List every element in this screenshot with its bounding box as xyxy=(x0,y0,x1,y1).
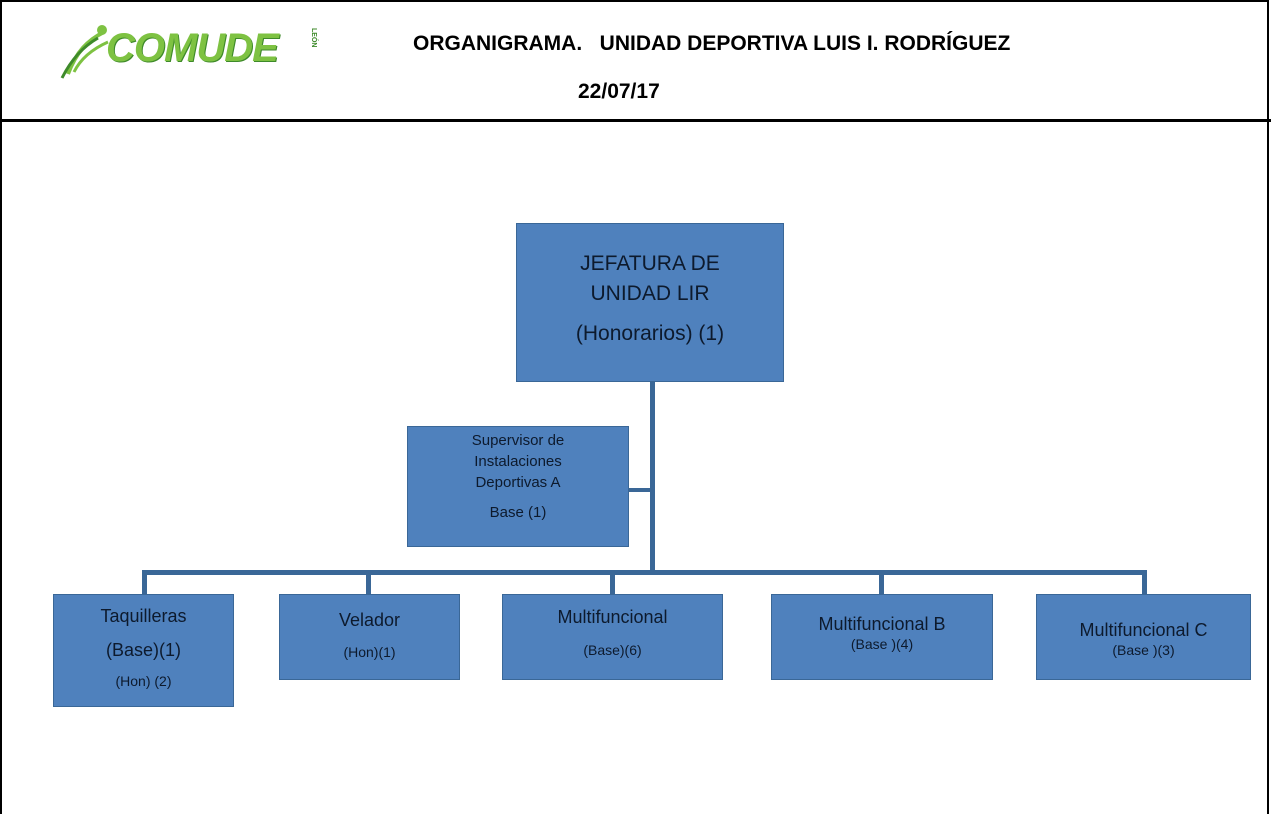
connector-head-vertical xyxy=(650,382,655,572)
org-node-supervisor-line3: Deportivas A xyxy=(475,474,561,491)
org-node-jefatura-line2: UNIDAD LIR xyxy=(590,282,710,305)
org-node-multifuncional-c-detail1: (Base )(3) xyxy=(1112,642,1175,658)
connector-drop-multifuncional-b xyxy=(879,570,884,594)
logo-side-text: LEÓN xyxy=(310,28,317,48)
org-node-multifuncional-b-name: Multifuncional B xyxy=(818,614,946,634)
page-title: ORGANIGRAMA. UNIDAD DEPORTIVA LUIS I. RO… xyxy=(413,32,1011,55)
page-date: 22/07/17 xyxy=(578,80,660,103)
org-node-supervisor: Supervisor de Instalaciones Deportivas A… xyxy=(407,426,629,547)
org-node-velador-detail1: (Hon)(1) xyxy=(343,644,396,660)
org-node-supervisor-line4: Base (1) xyxy=(489,504,547,521)
org-node-supervisor-line1: Supervisor de xyxy=(471,432,565,449)
org-node-multifuncional-detail1: (Base)(6) xyxy=(583,642,642,658)
org-node-taquilleras: Taquilleras (Base)(1) (Hon) (2) xyxy=(53,594,234,707)
comude-logo: COMUDE LEÓN xyxy=(58,22,348,84)
connector-drop-velador xyxy=(366,570,371,594)
org-node-multifuncional-b-detail1: (Base )(4) xyxy=(850,636,914,652)
connector-drop-multifuncional-c xyxy=(1142,570,1147,594)
org-node-supervisor-line2: Instalaciones xyxy=(474,453,562,470)
org-node-multifuncional-name: Multifuncional xyxy=(557,607,668,627)
org-node-velador-name: Velador xyxy=(338,610,401,630)
org-node-jefatura: JEFATURA DE UNIDAD LIR (Honorarios) (1) xyxy=(516,223,784,382)
org-node-taquilleras-name: Taquilleras xyxy=(100,606,187,626)
org-node-multifuncional-c-name: Multifuncional C xyxy=(1079,620,1208,640)
connector-drop-taquilleras xyxy=(142,570,147,594)
connector-horizontal-bus xyxy=(142,570,1146,575)
org-node-multifuncional: Multifuncional (Base)(6) xyxy=(502,594,723,680)
org-node-velador: Velador (Hon)(1) xyxy=(279,594,460,680)
org-node-taquilleras-detail1: (Base)(1) xyxy=(105,640,181,660)
org-node-jefatura-line3: (Honorarios) (1) xyxy=(575,322,725,345)
connector-drop-multifuncional xyxy=(610,570,615,594)
org-node-multifuncional-c: Multifuncional C (Base )(3) xyxy=(1036,594,1251,680)
runner-logo-icon xyxy=(60,25,109,79)
org-node-multifuncional-b: Multifuncional B (Base )(4) xyxy=(771,594,993,680)
header-divider xyxy=(0,119,1271,122)
logo-wordmark: COMUDE xyxy=(106,26,279,70)
org-node-taquilleras-detail2: (Hon) (2) xyxy=(115,673,172,689)
org-node-jefatura-line1: JEFATURA DE xyxy=(580,252,720,275)
connector-staff xyxy=(629,488,655,492)
